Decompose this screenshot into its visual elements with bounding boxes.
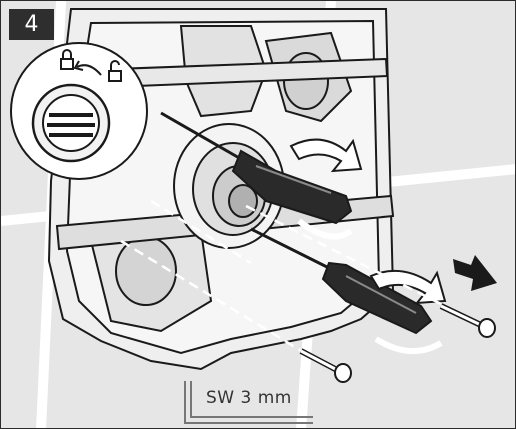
rotation-arrows [289, 138, 447, 355]
padlock-open-icon [108, 60, 122, 82]
remove-arrow-icon [453, 255, 497, 291]
tool-size-label: SW 3 mm [206, 388, 292, 408]
detail-inset [10, 42, 148, 180]
allen-key-icon [184, 381, 313, 424]
step-number: 4 [9, 9, 54, 40]
padlock-closed-icon [60, 49, 74, 70]
rotate-arrow-icon [73, 60, 102, 76]
alignment-lines [120, 199, 472, 371]
screw-right [439, 303, 496, 338]
screwdriver-upper [160, 111, 353, 225]
screw-bottom [299, 348, 352, 383]
screwdriver-lower [250, 227, 433, 335]
